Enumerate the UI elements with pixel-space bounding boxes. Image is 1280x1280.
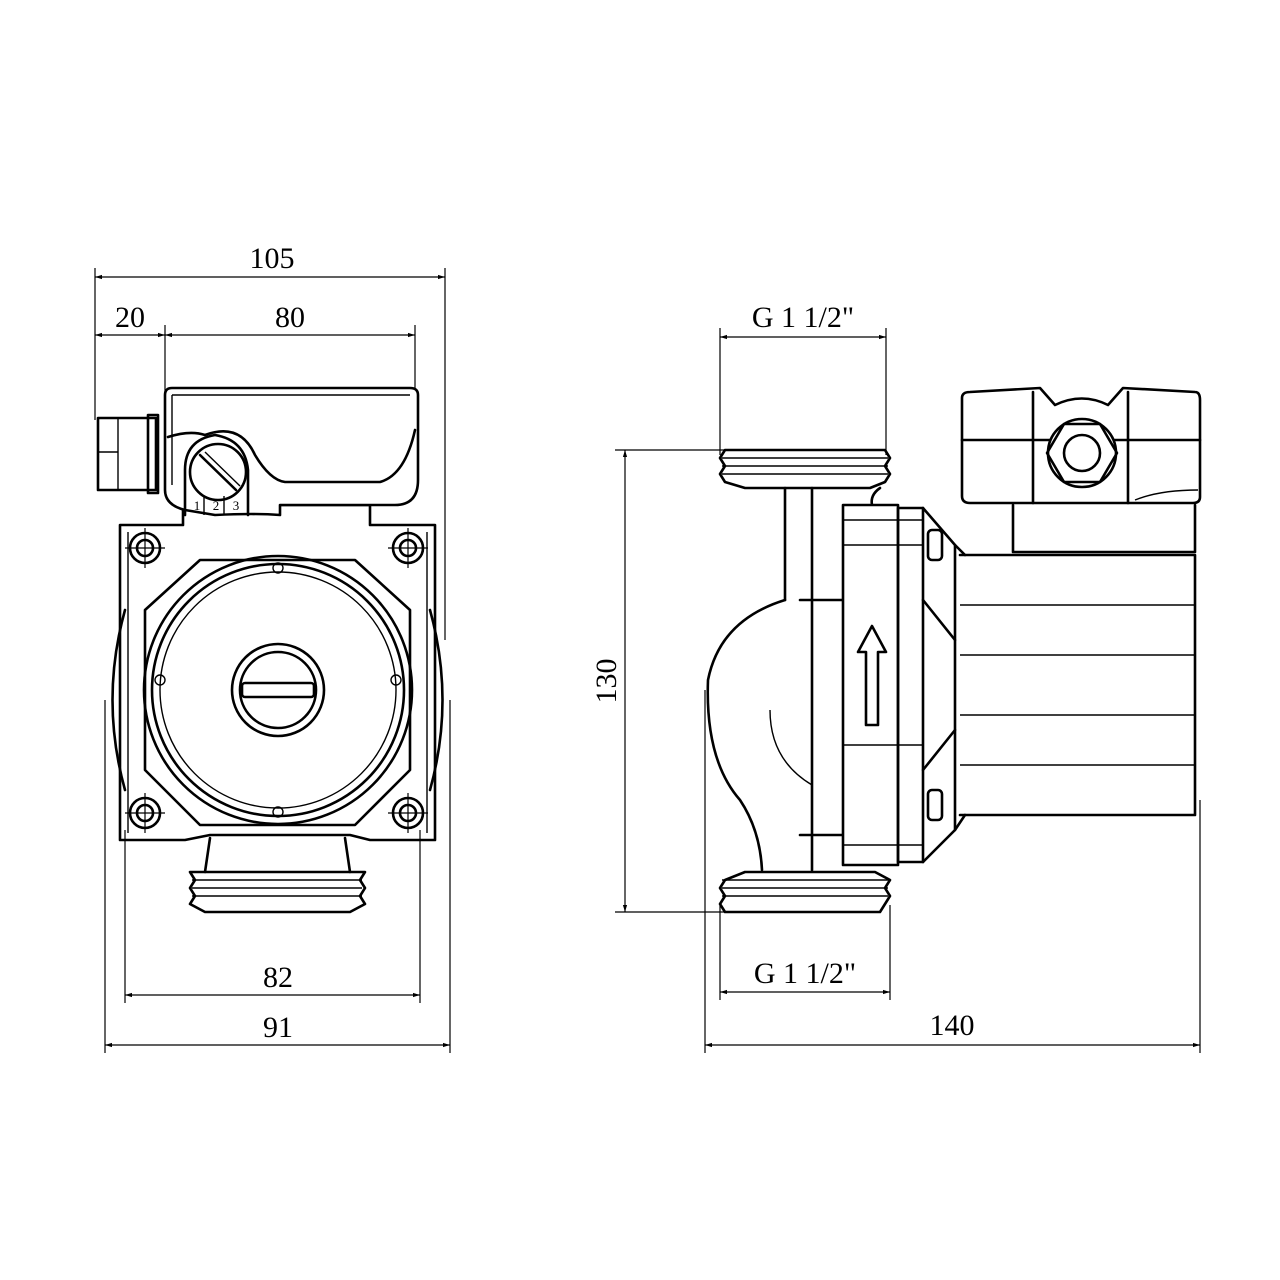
dimension-80: 80 xyxy=(165,301,415,338)
side-view: G 1 1/2" 130 G 1 1/2" 140 xyxy=(590,301,1202,1053)
speed-label-2: 2 xyxy=(213,498,220,513)
dimension-20: 20 xyxy=(95,301,165,338)
dimension-label-140: 140 xyxy=(930,1009,975,1042)
terminal-box-front xyxy=(96,386,420,517)
dimension-82: 82 xyxy=(125,961,420,998)
front-view: 105 20 80 82 91 xyxy=(94,242,451,1053)
dimension-label-91: 91 xyxy=(263,1011,293,1044)
mounting-hole-top-left xyxy=(125,528,165,568)
dimension-140: 140 xyxy=(705,1009,1200,1048)
dimension-130: 130 xyxy=(590,450,628,912)
dimension-label-20: 20 xyxy=(115,301,145,334)
pump-volute-side xyxy=(706,486,845,872)
mounting-hole-top-right xyxy=(388,528,428,568)
dimension-bottom-thread: G 1 1/2" xyxy=(720,957,890,995)
dimension-105: 105 xyxy=(95,242,445,280)
mounting-hole-bottom-left xyxy=(125,793,165,833)
outlet-thread-bottom xyxy=(718,870,892,914)
speed-selector-dial[interactable]: 1 2 3 xyxy=(188,442,248,515)
vent-screw xyxy=(230,642,326,738)
pump-housing-front xyxy=(111,503,444,842)
flange-side xyxy=(841,503,957,867)
mounting-hole-bottom-right xyxy=(388,793,428,833)
dimension-91: 91 xyxy=(105,1011,450,1048)
front-extension-lines xyxy=(94,268,451,1053)
speed-label-3: 3 xyxy=(233,498,240,513)
dimension-label-80: 80 xyxy=(275,301,305,334)
dimension-label-bottom-thread: G 1 1/2" xyxy=(754,957,856,990)
inlet-thread-top xyxy=(718,448,892,507)
dimension-label-105: 105 xyxy=(250,242,295,275)
speed-label-1: 1 xyxy=(194,498,201,513)
side-extension-lines xyxy=(615,328,1201,1053)
dimension-label-82: 82 xyxy=(263,961,293,994)
dimension-label-top-thread: G 1 1/2" xyxy=(752,301,854,334)
outlet-thread-front xyxy=(188,836,367,914)
dimension-top-thread: G 1 1/2" xyxy=(720,301,886,340)
cable-gland-nut xyxy=(1045,417,1119,489)
dimension-label-130: 130 xyxy=(590,659,623,704)
flow-direction-arrow-icon xyxy=(856,624,888,727)
motor-body-side xyxy=(953,503,1197,832)
